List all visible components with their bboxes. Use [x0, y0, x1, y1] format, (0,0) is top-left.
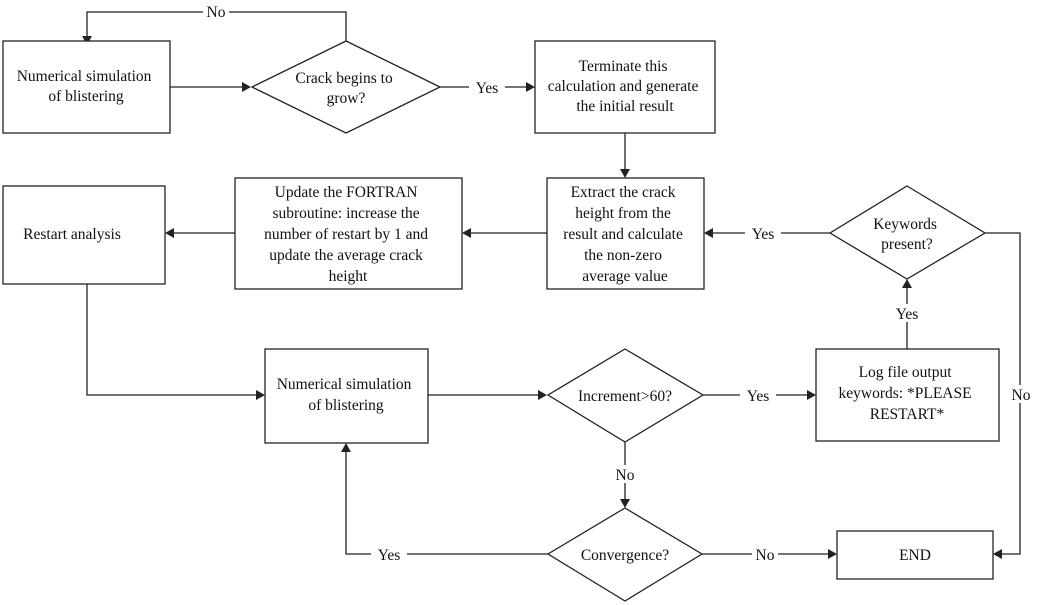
- svg-text:Increment>60?: Increment>60?: [578, 388, 672, 405]
- decision-increment: Increment>60?: [546, 348, 705, 443]
- edge-label-no: No: [207, 4, 226, 21]
- arrowhead: [828, 549, 837, 559]
- node-line: grow?: [327, 90, 366, 107]
- arrowhead: [242, 82, 251, 92]
- arrowhead: [256, 390, 265, 400]
- arrowhead: [704, 228, 713, 238]
- edge-label-yes: Yes: [476, 80, 499, 97]
- node-end: END: [836, 530, 994, 580]
- node-line: of blistering: [48, 88, 124, 105]
- svg-text:Numerical simulation o: Numerical simulation of blistering: [17, 68, 156, 105]
- edge-label-yes: Yes: [896, 306, 919, 323]
- node-line: Crack begins to: [295, 70, 393, 87]
- node-line: height from the: [575, 205, 671, 222]
- node-line: average value: [582, 268, 668, 285]
- svg-text:Terminate this calcula: Terminate this calculation and generate …: [548, 58, 703, 115]
- node-line: height: [329, 268, 368, 285]
- node-extract-crack-height: Extract the crack height from the result…: [546, 177, 705, 290]
- node-line: RESTART*: [870, 406, 945, 423]
- edge-conv-yes: [345, 450, 548, 555]
- node-line: Numerical simulation: [277, 376, 412, 393]
- svg-text:Keywords present?: Keywords present?: [873, 216, 941, 253]
- node-log-file-output: Log file output keywords: *PLEASE RESTAR…: [815, 348, 1000, 442]
- decision-crack-grow: Crack begins to grow?: [250, 40, 442, 134]
- arrowhead: [341, 443, 351, 452]
- node-line: Numerical simulation: [17, 68, 152, 85]
- node-restart-analysis: Restart analysis: [2, 185, 166, 285]
- arrowhead: [902, 279, 912, 288]
- svg-text:END: END: [899, 547, 931, 564]
- arrowhead: [620, 169, 630, 178]
- arrowhead: [993, 549, 1002, 559]
- svg-text:Numerical simulation o: Numerical simulation of blistering: [277, 376, 416, 414]
- node-line: Increment>60?: [578, 388, 672, 405]
- edge-label-yes: Yes: [752, 226, 775, 243]
- arrowhead: [165, 228, 174, 238]
- node-line: update the average crack: [269, 247, 423, 264]
- edge-label-no: No: [1012, 387, 1031, 404]
- decision-convergence: Convergence?: [546, 507, 704, 602]
- node-line: Terminate this: [579, 58, 668, 75]
- node-simulation-mid: Numerical simulation of blistering: [264, 348, 429, 444]
- node-line: Log file output: [859, 364, 953, 381]
- arrowhead: [538, 390, 547, 400]
- edge-label-yes: Yes: [747, 388, 770, 405]
- svg-text:Log file output keywor: Log file output keywords: *PLEASE RESTAR…: [839, 364, 976, 423]
- node-line: Keywords: [873, 216, 937, 233]
- node-line: of blistering: [308, 397, 384, 414]
- edge-label-no: No: [756, 547, 775, 564]
- connectors: No Yes Yes Yes: [82, 3, 1034, 564]
- node-line: the non-zero: [584, 247, 662, 264]
- node-line: subroutine: increase the: [272, 205, 419, 222]
- arrowhead: [620, 499, 630, 508]
- node-line: result and calculate: [563, 226, 683, 243]
- svg-text:Update the FORTRAN sub: Update the FORTRAN subroutine: increase …: [264, 184, 432, 285]
- arrowhead: [526, 82, 535, 92]
- node-line: Extract the crack: [571, 184, 676, 201]
- svg-text:Convergence?: Convergence?: [581, 547, 669, 564]
- node-terminate-calculation: Terminate this calculation and generate …: [534, 40, 716, 134]
- nodes: Numerical simulation of blistering Crack…: [2, 40, 1000, 602]
- node-line: keywords: *PLEASE: [839, 385, 972, 402]
- svg-text:Restart analysis: Restart analysis: [23, 226, 121, 243]
- arrowhead: [807, 390, 816, 400]
- node-line: present?: [881, 236, 933, 253]
- decision-keywords-present: Keywords present?: [828, 185, 987, 280]
- edge-restart-to-sim: [86, 284, 258, 396]
- node-line: calculation and generate: [548, 78, 699, 95]
- arrowhead: [462, 228, 471, 238]
- node-line: END: [899, 547, 931, 564]
- edge-label-yes: Yes: [378, 547, 401, 564]
- node-simulation-top: Numerical simulation of blistering: [2, 40, 171, 134]
- node-line: Convergence?: [581, 547, 669, 564]
- edge-label-no: No: [616, 467, 635, 484]
- node-line: the initial result: [576, 98, 674, 115]
- node-line: number of restart by 1 and: [264, 226, 428, 243]
- node-line: Restart analysis: [23, 226, 121, 243]
- node-line: Update the FORTRAN: [275, 184, 418, 201]
- svg-text:Extract the crack heig: Extract the crack height from the result…: [563, 184, 687, 285]
- node-update-fortran: Update the FORTRAN subroutine: increase …: [234, 177, 463, 290]
- svg-text:Crack begins to grow?: Crack begins to grow?: [295, 70, 396, 107]
